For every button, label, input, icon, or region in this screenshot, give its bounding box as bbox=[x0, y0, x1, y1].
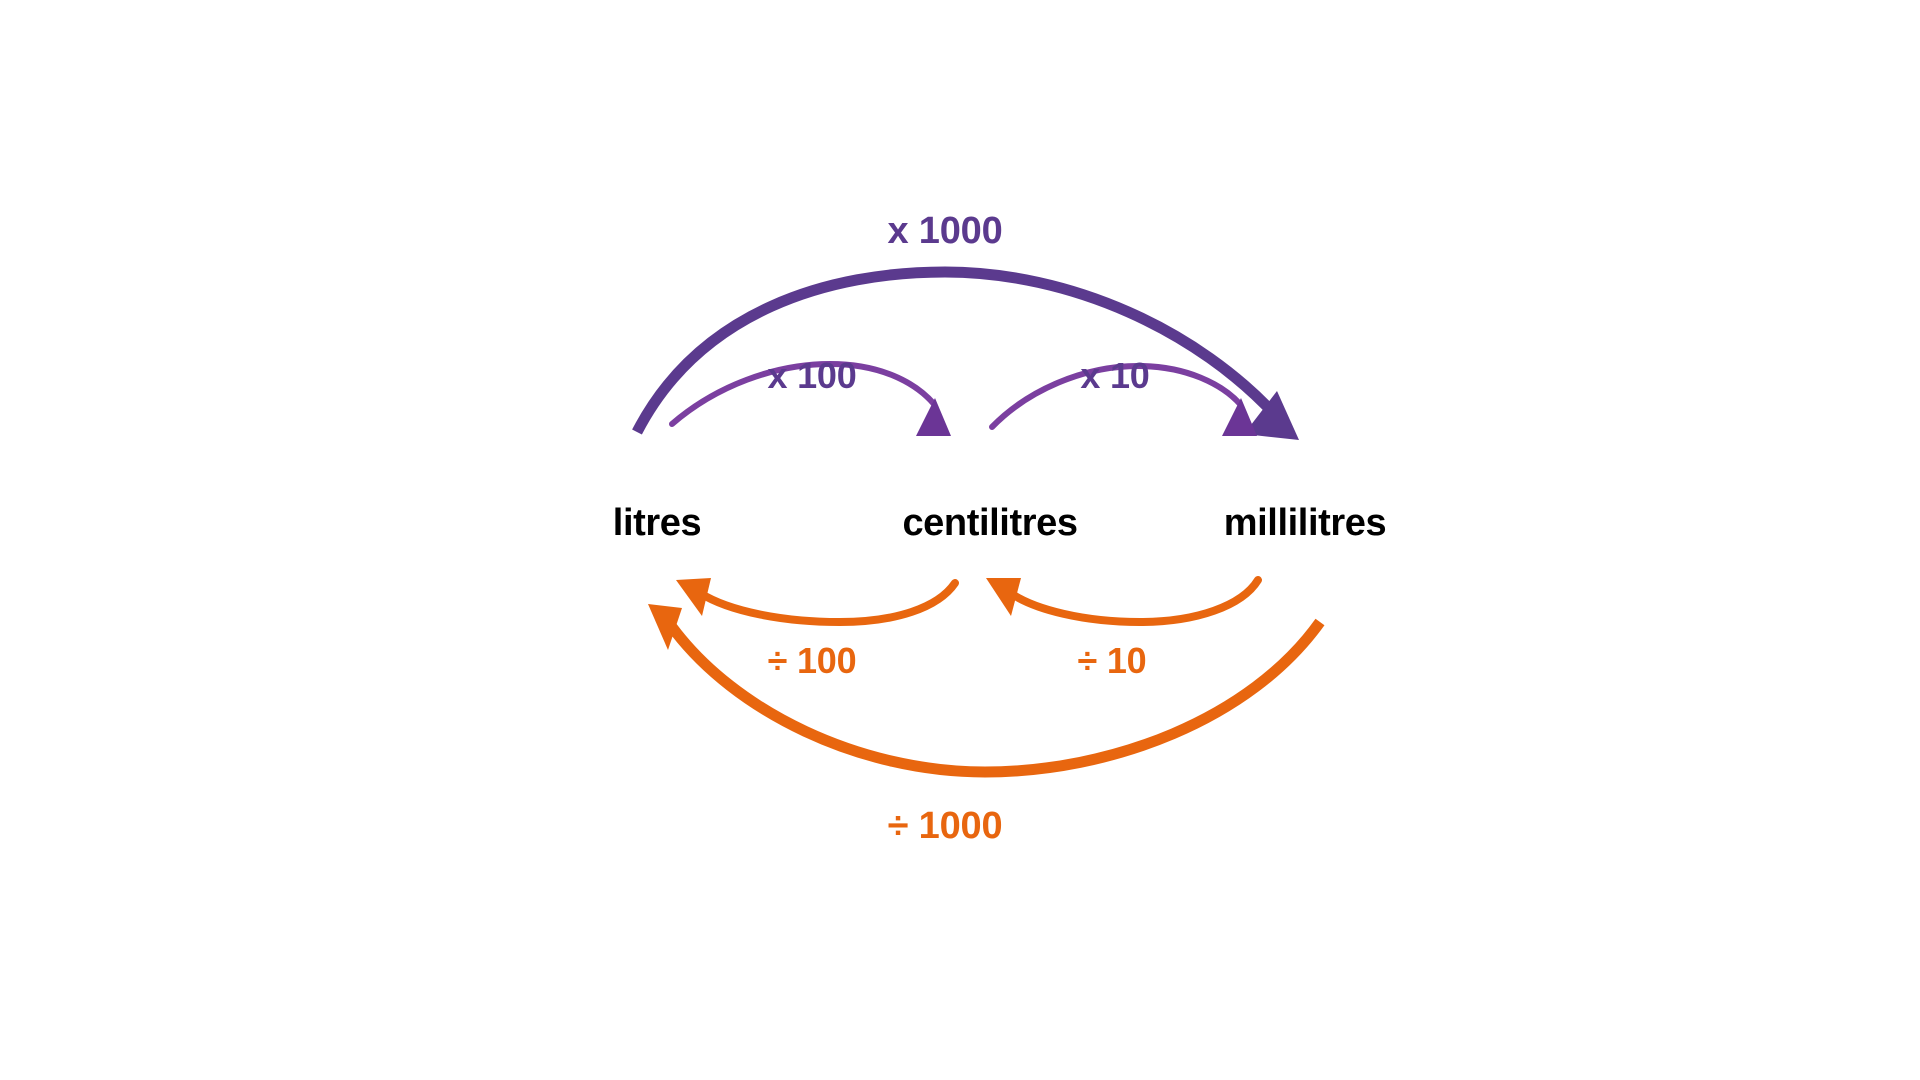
arrow-centilitres-to-litres bbox=[676, 578, 959, 627]
unit-label-centilitres: centilitres bbox=[902, 502, 1077, 544]
arc-path-div1000 bbox=[667, 618, 1325, 778]
arc-path-div10 bbox=[1005, 576, 1262, 627]
label-x100: x 100 bbox=[767, 355, 856, 396]
arrowhead-div1000 bbox=[648, 604, 682, 650]
arc-path-x1000 bbox=[632, 266, 1283, 435]
arrow-litres-to-millilitres bbox=[632, 266, 1299, 440]
arrowhead-div100 bbox=[676, 578, 711, 616]
label-div10: ÷ 10 bbox=[1077, 640, 1146, 681]
arrow-litres-to-centilitres bbox=[669, 360, 951, 436]
arrowhead-x10 bbox=[1222, 398, 1257, 436]
arrow-centilitres-to-millilitres bbox=[989, 362, 1257, 436]
label-div100: ÷ 100 bbox=[768, 640, 857, 681]
unit-label-litres: litres bbox=[613, 502, 701, 544]
label-x1000: x 1000 bbox=[887, 210, 1002, 252]
arrowhead-x100 bbox=[916, 398, 951, 436]
arrowhead-x1000 bbox=[1244, 391, 1299, 440]
label-div1000: ÷ 1000 bbox=[888, 805, 1003, 847]
arc-path-x100 bbox=[669, 360, 937, 427]
label-x10: x 10 bbox=[1080, 355, 1149, 396]
unit-label-millilitres: millilitres bbox=[1224, 502, 1386, 544]
arrow-millilitres-to-centilitres bbox=[986, 576, 1262, 627]
arc-path-div100 bbox=[696, 579, 959, 627]
arc-path-x10 bbox=[989, 362, 1243, 430]
arrowhead-div10 bbox=[986, 578, 1021, 616]
arrow-millilitres-to-litres bbox=[648, 604, 1325, 778]
